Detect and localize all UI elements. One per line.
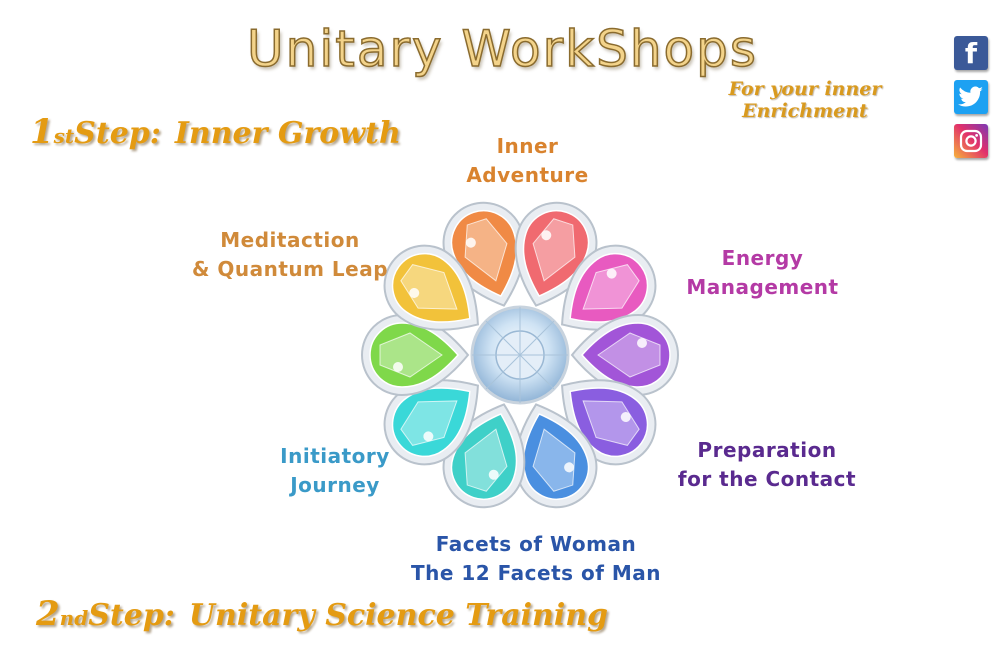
gem-facet (400, 264, 458, 310)
workshop-line1: Energy (721, 246, 804, 270)
workshop-line2: & Quantum Leap (191, 257, 389, 281)
facebook-icon[interactable]: f (954, 36, 988, 70)
workshop-line2: Adventure (466, 163, 589, 187)
page-title: Unitary WorkShops (246, 19, 758, 79)
workshop-facets[interactable]: Facets of Woman The 12 Facets of Man (405, 530, 667, 588)
gem-sparkle (620, 412, 631, 423)
workshop-line1: Inner (496, 134, 559, 158)
gem-facet (464, 218, 508, 282)
instagram-icon[interactable] (954, 124, 988, 158)
gem-sparkle (637, 338, 647, 348)
gem-sparkle (488, 469, 499, 480)
tagline: For your inner Enrichment (728, 78, 882, 122)
workshop-preparation-contact[interactable]: Preparation for the Contact (672, 436, 862, 494)
gem-sparkle (409, 287, 420, 298)
instagram-camera-icon (959, 129, 983, 153)
gem-sparkle (423, 431, 434, 442)
gem-petal (514, 403, 598, 509)
gem-facet (582, 400, 640, 446)
workshop-initiatory-journey[interactable]: Initiatory Journey (265, 442, 405, 500)
workshop-inner-adventure[interactable]: Inner Adventure (440, 132, 615, 190)
workshop-line1: Initiatory (280, 444, 390, 468)
center-diamond-facet-lines (472, 307, 568, 403)
step-1-number: 1 (30, 112, 54, 152)
gem-petal (570, 313, 679, 397)
gem-flower (361, 201, 679, 509)
step-1-suffix: st (53, 124, 75, 148)
step-1-name: Inner Growth (174, 116, 401, 151)
workshop-line1: Facets of Woman (435, 532, 637, 556)
step-2-name: Unitary Science Training (188, 598, 609, 633)
workshop-meditaction[interactable]: Meditaction & Quantum Leap (180, 226, 400, 284)
workshop-line2: Journey (290, 473, 380, 497)
gem-sparkle (541, 230, 552, 241)
gem-petal (561, 244, 657, 331)
twitter-bird-icon (958, 86, 983, 107)
workshop-line2: The 12 Facets of Man (410, 561, 662, 585)
gem-stone (391, 252, 471, 323)
gem-sparkle (564, 462, 575, 473)
gem-petal (383, 379, 479, 466)
gem-petal (383, 244, 479, 331)
gem-facet (532, 428, 576, 492)
workshop-line1: Preparation (697, 438, 837, 462)
step-2-suffix: nd (59, 606, 89, 630)
step-1-heading: 1stStep: Inner Growth (30, 112, 401, 152)
gem-facet (400, 400, 458, 446)
step-2-number: 2 (36, 594, 60, 634)
gem-sparkle (465, 237, 476, 248)
gem-sparkle (393, 362, 403, 372)
step-2-heading: 2ndStep: Unitary Science Training (36, 594, 608, 634)
workshop-line2: Management (686, 275, 839, 299)
workshop-energy-management[interactable]: Energy Management (680, 244, 845, 302)
facebook-glyph: f (964, 36, 978, 70)
step-1-label: Step: (74, 116, 161, 151)
twitter-icon[interactable] (954, 80, 988, 114)
gem-petal (361, 313, 470, 397)
gem-sparkle (606, 268, 617, 279)
workshop-line1: Meditaction (220, 228, 360, 252)
gem-facet (582, 264, 640, 310)
workshop-line2: for the Contact (677, 467, 857, 491)
step-2-label: Step: (88, 598, 175, 633)
